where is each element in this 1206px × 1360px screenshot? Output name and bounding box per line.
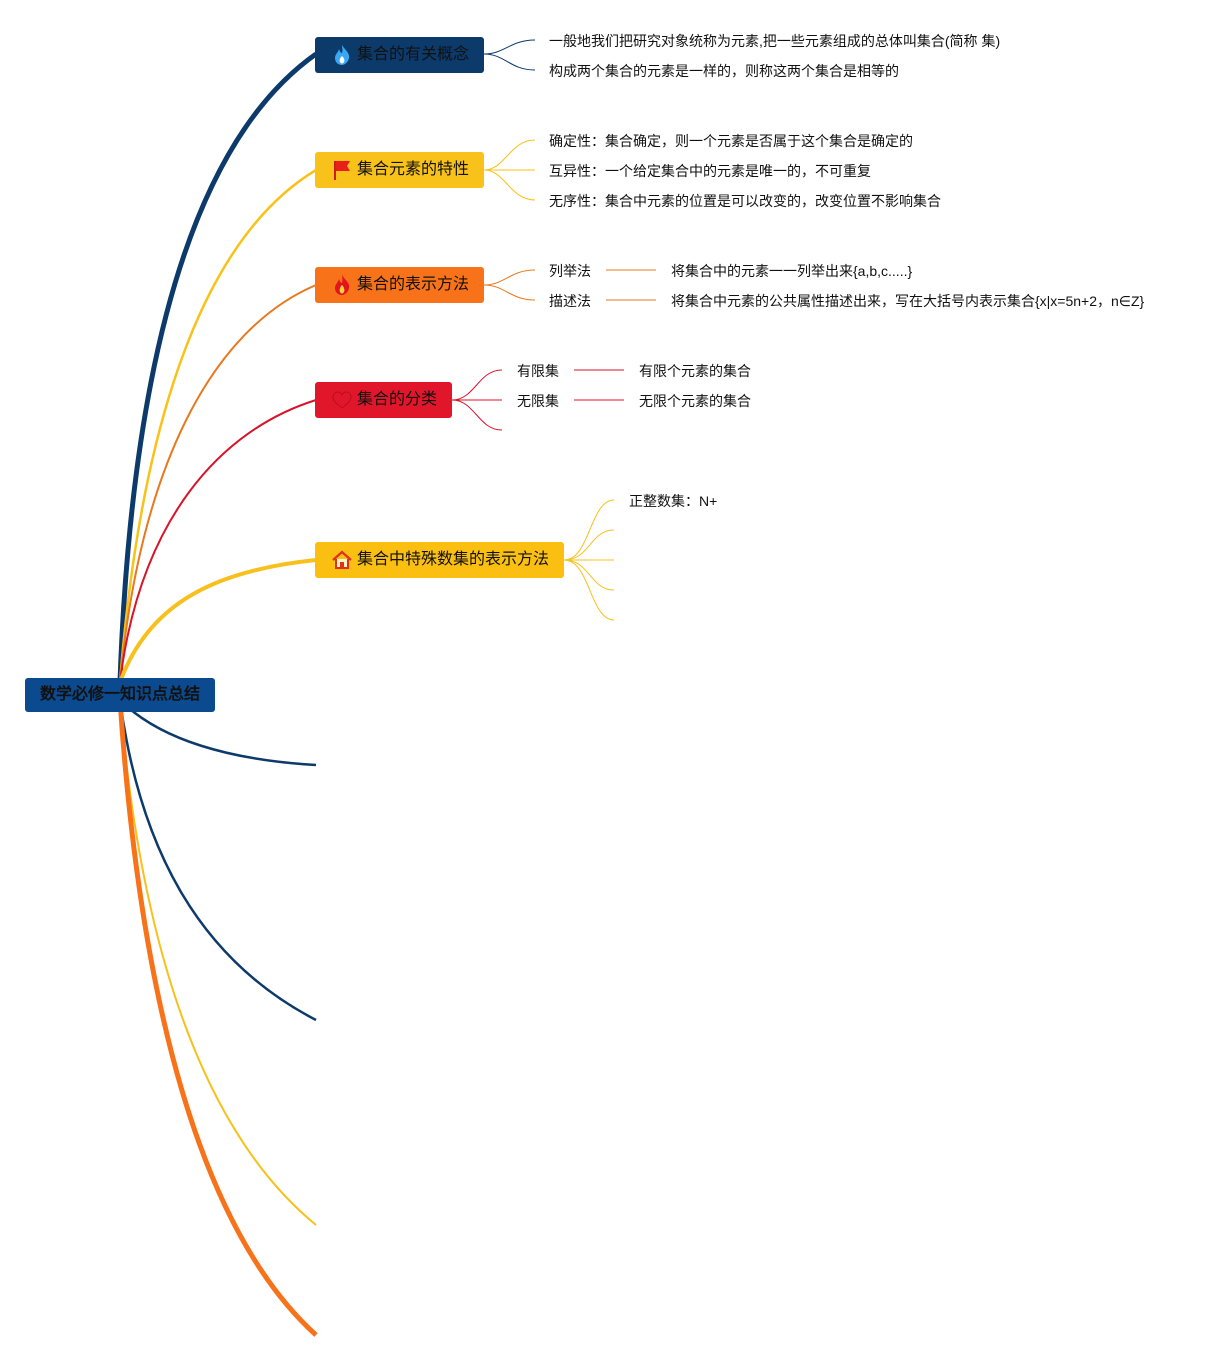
leaf-term[interactable]: 列举法 — [549, 263, 591, 279]
leaf-node[interactable]: 无序性：集合中元素的位置是可以改变的，改变位置不影响集合 — [549, 193, 941, 209]
topic-representation[interactable]: 集合的表示方法 — [315, 267, 484, 303]
topic-label: 集合中特殊数集的表示方法 — [357, 551, 550, 568]
leaf-node[interactable]: 互异性：一个给定集合中的元素是唯一的，不可重复 — [549, 163, 871, 179]
house-icon — [332, 550, 352, 569]
leaf-node[interactable]: 确定性：集合确定，则一个元素是否属于这个集合是确定的 — [549, 133, 913, 149]
branch-line-4 — [119, 399, 317, 683]
topic-label: 集合的分类 — [357, 391, 438, 408]
flag-red-icon — [334, 161, 350, 180]
topic-properties[interactable]: 集合元素的特性 — [315, 152, 484, 188]
sub-connector — [483, 53, 536, 71]
sub-connector — [483, 139, 536, 171]
topic-label: 集合元素的特性 — [357, 161, 470, 178]
topic-label: 集合的有关概念 — [357, 46, 470, 63]
leaf-node[interactable]: 正整数集：N+ — [629, 493, 718, 509]
sub-connector — [451, 399, 503, 431]
topic-concepts[interactable]: 集合的有关概念 — [315, 37, 484, 73]
branch-line-8 — [119, 699, 317, 1226]
sub-connector — [563, 559, 615, 591]
branch-line-5 — [118, 558, 317, 683]
leaf-detail[interactable]: 有限个元素的集合 — [639, 363, 751, 379]
leaf-term[interactable]: 无限集 — [517, 393, 559, 409]
root-node[interactable]: 数学必修一知识点总结 — [25, 678, 215, 712]
leaf-node[interactable]: 构成两个集合的元素是一样的，则称这两个集合是相等的 — [549, 63, 899, 79]
flame-blue-icon — [335, 45, 350, 65]
leaf-detail[interactable]: 无限个元素的集合 — [639, 393, 751, 409]
leaf-node[interactable]: 一般地我们把研究对象统称为元素,把一些元素组成的总体叫集合(简称 集) — [549, 33, 1001, 49]
leaf-detail[interactable]: 将集合中的元素一一列举出来{a,b,c.....} — [671, 263, 913, 279]
sub-connector — [483, 269, 536, 286]
branch-line-9 — [117, 699, 318, 1337]
sub-connector — [483, 169, 536, 201]
root-label: 数学必修一知识点总结 — [39, 686, 200, 703]
topic-label: 集合的表示方法 — [357, 276, 470, 293]
branch-line-1 — [117, 51, 318, 683]
heart-red-icon — [332, 391, 352, 409]
leaf-term[interactable]: 描述法 — [549, 293, 591, 309]
topic-classification[interactable]: 集合的分类 — [315, 382, 452, 418]
branch-line-3 — [119, 284, 317, 683]
branch-line-7 — [118, 699, 317, 1022]
branch-line-2 — [118, 168, 317, 683]
sub-connector — [563, 559, 615, 621]
fire-red-icon — [335, 275, 350, 295]
sub-connector — [483, 39, 536, 55]
branch-line-6 — [119, 699, 317, 767]
leaf-detail[interactable]: 将集合中元素的公共属性描述出来，写在大括号内表示集合{x|x=5n+2，n∈Z} — [671, 293, 1145, 309]
sub-connector — [483, 284, 536, 301]
topic-special-number-sets[interactable]: 集合中特殊数集的表示方法 — [315, 542, 564, 578]
sub-connector — [563, 499, 615, 561]
sub-connector — [563, 529, 615, 561]
sub-connector — [451, 369, 503, 401]
leaf-term[interactable]: 有限集 — [517, 363, 559, 379]
